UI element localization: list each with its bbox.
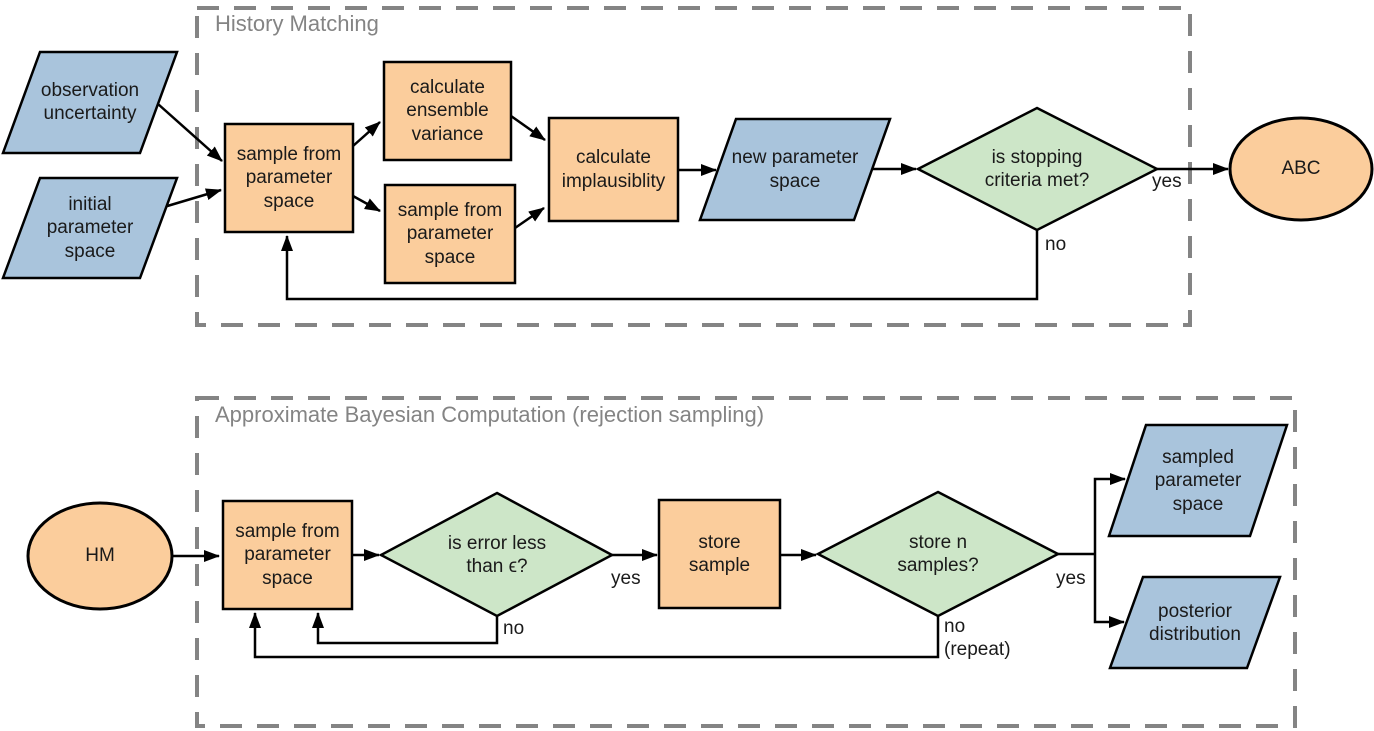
node-abc-terminal-shape: [1228, 116, 1374, 222]
edge-label-store-n-no: no (repeat): [944, 616, 1011, 660]
node-calculate-implausiblity-label: calculate implausiblity: [561, 147, 666, 192]
node-initial-parameter-space-shape: [1, 176, 179, 280]
node-hm-terminal-shape: [26, 501, 174, 611]
edge-sample-to-sample2: [352, 194, 381, 213]
node-store-sample-shape: [657, 498, 782, 610]
node-hm-terminal-label: HM: [85, 545, 115, 567]
edge-yes-to-sampled: [1093, 473, 1126, 554]
node-new-parameter-space-shape: [698, 117, 892, 222]
node-hm-sample-label: sample from parameter space: [236, 144, 342, 212]
edge-storen-no-loop: [249, 612, 940, 659]
edge-initial-to-sample: [163, 188, 222, 209]
node-store-n-samples-label: store n samples?: [897, 531, 979, 576]
node-observation-uncertainty-label: observation uncertainty: [40, 79, 140, 124]
edge-label-error-yes: yes: [611, 568, 641, 589]
edge-label-stopping-yes: yes: [1152, 171, 1182, 192]
node-is-stopping-criteria-met-shape: [915, 106, 1160, 232]
edge-label-error-no: no: [503, 618, 525, 639]
edge-error-no-loop: [312, 612, 499, 645]
node-abc-sample-shape: [221, 499, 354, 611]
node-calculate-ensemble-variance-label: calculate ensemble variance: [406, 77, 489, 145]
node-abc-sample-label: sample from parameter space: [235, 521, 340, 589]
history-matching-frame: [195, 6, 1192, 327]
edge-sample-to-ensemble: [352, 121, 381, 147]
node-store-n-samples-shape: [815, 490, 1061, 618]
node-hm-sample2-label: sample from parameter space: [397, 200, 503, 268]
edge-sample2-to-implausiblity: [514, 206, 545, 230]
node-calculate-ensemble-variance-shape: [382, 60, 513, 162]
node-sampled-parameter-space-shape: [1107, 423, 1289, 538]
node-posterior-distribution-shape: [1108, 575, 1282, 670]
abc-title: Approximate Bayesian Computation (reject…: [215, 402, 765, 427]
edge-ensemble-to-implausiblity: [510, 114, 546, 142]
node-posterior-distribution-label: posterior distribution: [1149, 600, 1241, 645]
node-is-stopping-criteria-met-label: is stopping criteria met?: [984, 146, 1090, 191]
node-sampled-parameter-space-label: sampled parameter space: [1154, 447, 1242, 515]
abc-frame: [195, 396, 1297, 728]
edge-stopping-no-loop: [281, 230, 1039, 301]
node-abc-terminal-label: ABC: [1281, 158, 1321, 180]
edge-label-stopping-no: no: [1045, 234, 1067, 255]
edge-observation-to-sample: [157, 103, 223, 162]
node-is-error-less-shape: [378, 491, 615, 618]
node-store-sample-label: store sample: [688, 531, 751, 576]
edge-yes-to-posterior: [1093, 554, 1125, 628]
edge-label-store-n-yes: yes: [1056, 568, 1086, 589]
node-observation-uncertainty-shape: [1, 50, 179, 155]
node-initial-parameter-space-label: initial parameter space: [46, 194, 134, 262]
node-new-parameter-space-label: new parameter space: [731, 147, 859, 192]
node-hm-sample-shape: [223, 122, 355, 234]
node-is-error-less-label: is error less than ϵ?: [447, 532, 547, 577]
node-hm-sample2-shape: [383, 183, 517, 285]
node-calculate-implausiblity-shape: [547, 116, 680, 223]
history-matching-title: History Matching: [215, 11, 379, 36]
